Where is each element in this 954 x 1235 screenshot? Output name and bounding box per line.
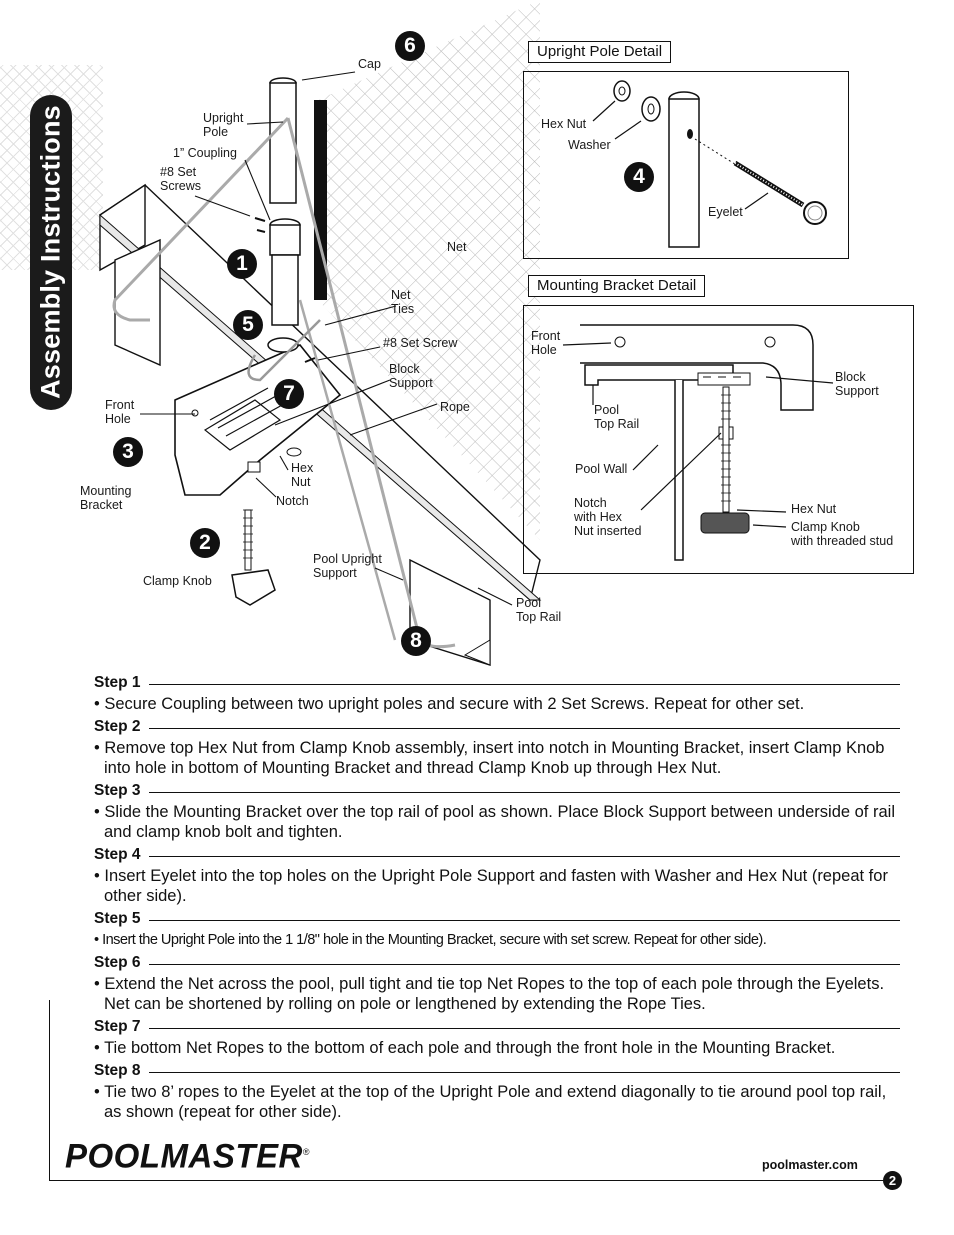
step-8-text: • Tie two 8’ ropes to the Eyelet at the …	[94, 1083, 887, 1121]
step-badge-6: 6	[395, 31, 425, 61]
block-support-part	[697, 372, 751, 386]
label-front-hole: Front Hole	[105, 398, 135, 426]
upright-detail-drawing	[592, 80, 827, 248]
steps-list: Step 1 • Secure Coupling between two upr…	[94, 672, 900, 1124]
hex-nut	[286, 447, 302, 457]
step-8-heading: Step 8	[94, 1060, 900, 1082]
brand-name: POOLMASTER	[65, 1136, 303, 1175]
label-upright-pole: Upright Pole	[203, 111, 244, 139]
detail-label-front-hole: Front Hole	[531, 329, 561, 357]
detail-label-pool-wall: Pool Wall	[575, 462, 628, 476]
detail-label-eyelet: Eyelet	[708, 205, 743, 219]
mounting-bracket-detail-box	[523, 305, 914, 574]
detail-label-clamp-knob: Clamp Knob with threaded stud	[791, 520, 894, 548]
rope-left	[112, 116, 290, 322]
detail-label-hex-nut: Hex Nut	[791, 502, 837, 516]
net-mesh	[318, 0, 540, 540]
step-4-heading: Step 4	[94, 844, 900, 866]
step-4-text: • Insert Eyelet into the top holes on th…	[94, 867, 888, 905]
lower-pole	[271, 254, 299, 326]
clamp-stud	[244, 509, 252, 571]
label-clamp-knob: Clamp Knob	[143, 574, 212, 588]
step-5-text: • Insert the Upright Pole into the 1 1/8…	[94, 932, 767, 948]
label-rope: Rope	[440, 400, 470, 414]
step-badge-1: 1	[227, 249, 257, 279]
registered-mark: ®	[302, 1146, 310, 1158]
label-net-ties: Net Ties	[391, 288, 415, 316]
step-badge-4: 4	[624, 162, 654, 192]
label-notch: Notch	[276, 494, 309, 508]
step-3-heading: Step 3	[94, 780, 900, 802]
net-edge-band	[314, 100, 327, 300]
step-5-heading: Step 5	[94, 908, 900, 930]
footer-left-rule	[49, 1000, 50, 1180]
label-pool-upright-support: Pool Upright Support	[313, 552, 382, 580]
step-2-heading: Step 2	[94, 716, 900, 738]
label-set-screw: #8 Set Screw	[383, 336, 458, 350]
poolmaster-logo: POOLMASTER®	[65, 1136, 310, 1176]
label-hex-nut: Hex Nut	[291, 461, 314, 489]
step-6-text: • Extend the Net across the pool, pull t…	[94, 975, 885, 1013]
bracket-detail-drawing	[562, 324, 834, 561]
pool-upright-left	[114, 238, 161, 367]
detail-label-hex-nut: Hex Nut	[541, 117, 587, 131]
page-number: 2	[883, 1171, 902, 1190]
clamp-knob-part	[700, 512, 750, 534]
step-7-heading: Step 7	[94, 1016, 900, 1038]
upright-pole-detail-title: Upright Pole Detail	[528, 41, 672, 63]
step-1-text: • Secure Coupling between two upright po…	[94, 695, 805, 713]
step-2-text: • Remove top Hex Nut from Clamp Knob ass…	[94, 739, 885, 777]
bracket-outline	[580, 324, 814, 411]
step-3-text: • Slide the Mounting Bracket over the to…	[94, 803, 895, 841]
detail-label-pool-top-rail: Pool Top Rail	[594, 403, 640, 431]
step-badge-8: 8	[401, 626, 431, 656]
step-badge-5: 5	[233, 310, 263, 340]
step-badge-3: 3	[113, 437, 143, 467]
washer-part	[641, 96, 661, 122]
label-block-support: Block Support	[389, 362, 433, 390]
label-pool-top-rail: Pool Top Rail	[516, 596, 562, 624]
assembly-illustration	[98, 0, 542, 666]
website-text: poolmaster.com	[762, 1158, 858, 1172]
upper-pole	[269, 82, 297, 204]
side-tab	[30, 95, 72, 410]
label-coupling: 1” Coupling	[173, 146, 237, 160]
label-mounting-bracket: Mounting Bracket	[80, 484, 132, 512]
detail-label-block-support: Block Support	[835, 370, 879, 398]
label-cap: Cap	[358, 57, 381, 71]
hex-nut-part	[613, 80, 631, 102]
label-set-screws: #8 Set Screws	[160, 165, 201, 193]
step-badge-7: 7	[274, 379, 304, 409]
step-1-heading: Step 1	[94, 672, 900, 694]
footer-bottom-rule	[49, 1180, 889, 1181]
detail-label-washer: Washer	[568, 138, 611, 152]
pole-part	[668, 98, 700, 248]
detail-label-notch: Notch with Hex Nut inserted	[574, 496, 642, 538]
mounting-bracket-detail-title: Mounting Bracket Detail	[528, 275, 706, 297]
step-6-heading: Step 6	[94, 952, 900, 974]
step-7-text: • Tie bottom Net Ropes to the bottom of …	[94, 1039, 836, 1057]
clamp-knob	[231, 569, 276, 606]
step-badge-2: 2	[190, 528, 220, 558]
label-net: Net	[447, 240, 467, 254]
upright-pole-detail-box	[523, 71, 849, 259]
